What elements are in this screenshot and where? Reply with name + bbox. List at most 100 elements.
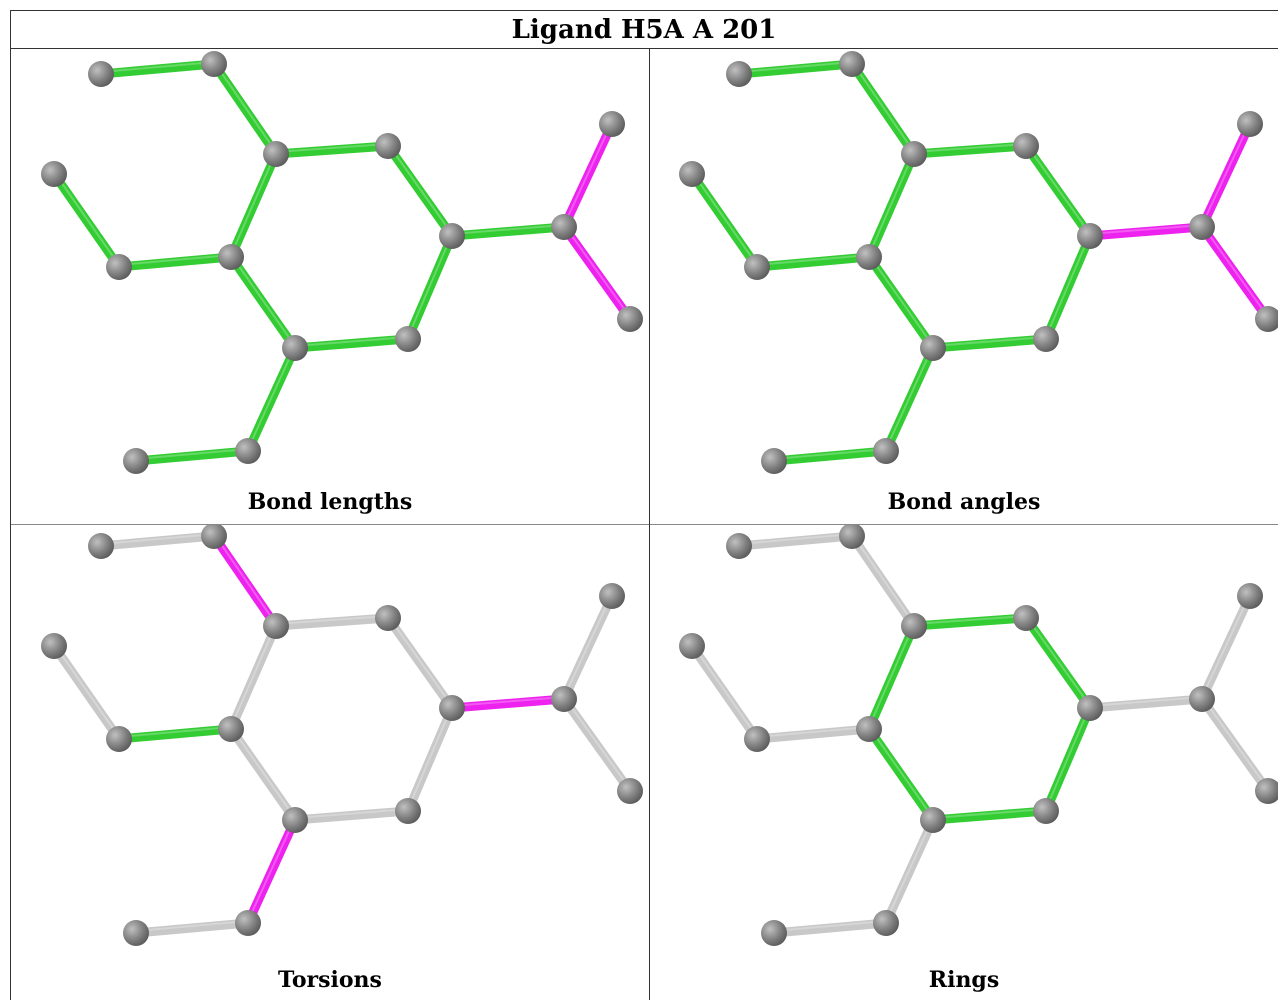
atom-C4	[1013, 605, 1039, 631]
bond-C3-C4	[909, 141, 1031, 159]
bond-C10-C11	[243, 815, 300, 928]
bond-C13-C14	[752, 724, 874, 744]
atom-C10	[920, 335, 946, 361]
bond-C10-C13	[226, 252, 300, 353]
bond-C13-C3	[864, 149, 919, 262]
atom-C1	[88, 61, 114, 87]
bond-C14-C15	[49, 169, 124, 272]
bond-C9-C10	[290, 806, 413, 825]
atom-C3	[901, 141, 927, 167]
atom-C7	[1237, 583, 1263, 609]
atom-C4	[375, 133, 401, 159]
bond-highlight-C1-C2	[738, 533, 853, 545]
bond-highlight-C13-C3	[230, 151, 277, 256]
bond-highlight-C2-C3	[851, 533, 915, 625]
bond-highlight-C10-C11	[247, 345, 296, 450]
bond-C5-C9	[403, 231, 457, 344]
bond-highlight-C6-C8	[1201, 224, 1269, 318]
bond-highlight-C3-C4	[275, 143, 389, 153]
bond-highlight-C14-C15	[53, 643, 120, 738]
atom-C14	[744, 726, 770, 752]
bond-highlight-C6-C7	[1201, 121, 1251, 226]
bond-C5-C6	[447, 222, 569, 241]
bond-highlight-C1-C2	[100, 533, 215, 545]
bond-highlight-C5-C6	[451, 224, 565, 235]
atom-C1	[726, 61, 752, 87]
bond-C4-C5	[383, 141, 457, 241]
atom-C5	[1077, 695, 1103, 721]
bond-C5-C6	[447, 694, 569, 713]
bond-highlight-C5-C9	[407, 705, 453, 810]
bond-C9-C10	[928, 334, 1051, 353]
bond-highlight-C5-C6	[1089, 696, 1203, 707]
bond-highlight-C10-C13	[230, 254, 296, 347]
bond-C5-C6	[1085, 222, 1207, 241]
bond-highlight-C9-C10	[932, 808, 1047, 819]
bond-C9-C10	[290, 334, 413, 353]
atom-C13	[856, 244, 882, 270]
atom-C15	[41, 161, 67, 187]
atom-C5	[439, 223, 465, 249]
bond-C10-C13	[864, 724, 938, 825]
caption-bond-angles: Bond angles	[887, 489, 1041, 515]
bond-highlight-C11-C12	[135, 448, 249, 460]
atom-C3	[901, 613, 927, 639]
bond-C2-C3	[847, 59, 919, 159]
atom-C13	[218, 244, 244, 270]
atom-C1	[726, 533, 752, 559]
atom-C10	[282, 335, 308, 361]
atom-C9	[395, 798, 421, 824]
molecule-bond-angles	[679, 51, 1278, 474]
bond-highlight-C13-C14	[756, 254, 870, 266]
bond-highlight-C6-C8	[563, 696, 631, 790]
bond-C10-C13	[864, 252, 938, 353]
bond-C14-C15	[49, 641, 124, 744]
border-left	[10, 10, 11, 1000]
atom-C3	[263, 613, 289, 639]
bond-C3-C4	[271, 141, 393, 159]
bond-C11-C12	[131, 918, 253, 938]
bond-C1-C2	[734, 531, 857, 551]
atom-C2	[201, 51, 227, 77]
bond-C11-C12	[769, 918, 891, 938]
bond-C3-C4	[909, 613, 1031, 631]
bond-C6-C7	[559, 591, 617, 704]
bond-C4-C5	[1021, 141, 1095, 241]
molecule-torsions	[41, 525, 643, 946]
bond-C1-C2	[96, 531, 219, 551]
atom-C6	[551, 214, 577, 240]
atom-C5	[1077, 223, 1103, 249]
bond-highlight-C5-C9	[407, 233, 453, 338]
bond-C13-C14	[114, 724, 236, 744]
bond-highlight-C2-C3	[213, 533, 277, 625]
bond-C2-C3	[209, 59, 281, 159]
title-divider	[10, 48, 1278, 49]
molecule-bond-lengths	[41, 51, 643, 474]
bond-highlight-C10-C11	[247, 817, 296, 922]
atom-C7	[599, 111, 625, 137]
panel-bond-lengths: Bond lengths	[11, 49, 649, 524]
bond-highlight-C5-C6	[451, 696, 565, 707]
bond-highlight-C9-C10	[932, 336, 1047, 347]
bond-highlight-C14-C15	[53, 171, 120, 266]
atom-C4	[1013, 133, 1039, 159]
atom-C9	[1033, 798, 1059, 824]
bond-highlight-C11-C12	[773, 920, 887, 932]
bond-C10-C11	[881, 815, 938, 928]
bond-highlight-C5-C9	[1045, 233, 1091, 338]
atom-C2	[839, 525, 865, 549]
molecule-rings	[679, 525, 1278, 946]
atom-C7	[599, 583, 625, 609]
atom-C1	[88, 533, 114, 559]
atom-C11	[873, 910, 899, 936]
bond-highlight-C4-C5	[1025, 615, 1091, 707]
bond-C10-C13	[226, 724, 300, 825]
atom-C8	[1255, 306, 1278, 332]
bond-C6-C7	[559, 119, 617, 232]
bond-highlight-C4-C5	[387, 143, 453, 235]
atom-C2	[201, 525, 227, 549]
bond-C5-C6	[1085, 694, 1207, 713]
atom-C15	[679, 161, 705, 187]
bond-C14-C15	[687, 641, 762, 744]
atom-C14	[744, 254, 770, 280]
